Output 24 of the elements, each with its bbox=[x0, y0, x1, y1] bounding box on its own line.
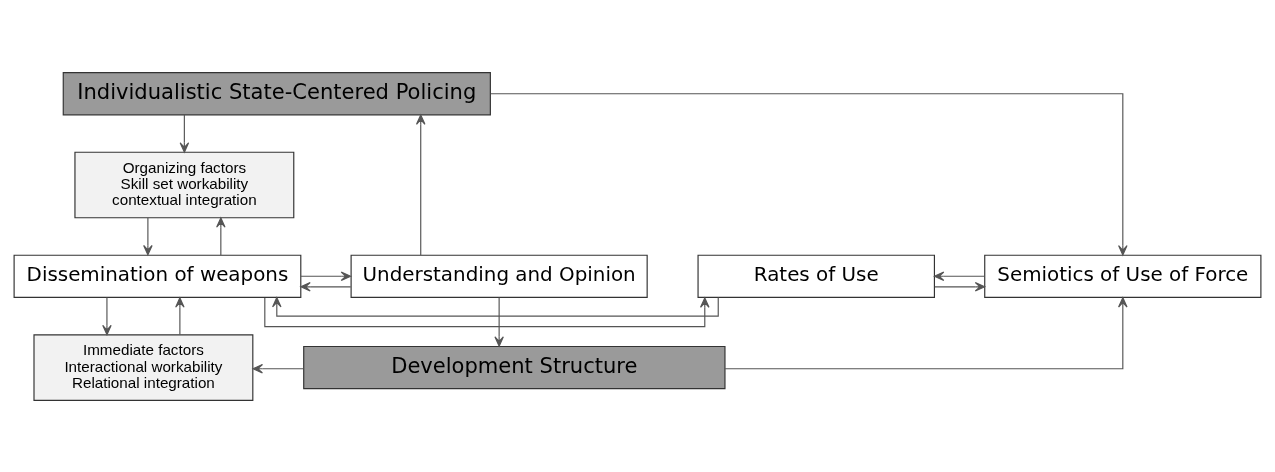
arrow bbox=[415, 113, 426, 256]
node-box: Understanding and Opinion bbox=[350, 254, 648, 298]
node-box: Dissemination of weapons bbox=[13, 254, 302, 298]
arrow bbox=[175, 296, 185, 335]
arrow bbox=[300, 271, 352, 281]
arrow bbox=[179, 113, 190, 153]
arrow bbox=[272, 296, 719, 317]
arrow bbox=[933, 271, 985, 281]
arrow bbox=[143, 216, 153, 255]
arrow bbox=[490, 92, 1128, 256]
arrow bbox=[264, 296, 710, 327]
arrow bbox=[252, 363, 304, 374]
node-box: Development Structure bbox=[303, 345, 726, 389]
arrow bbox=[494, 296, 504, 347]
node-box: Rates of Use bbox=[697, 254, 935, 298]
node-box: Organizing factors Skill set workability contextual integration bbox=[74, 151, 295, 218]
node-box: Individualistic State-Centered Policing bbox=[62, 71, 491, 115]
node-box: Semiotics of Use of Force bbox=[984, 254, 1262, 298]
arrow bbox=[216, 216, 226, 256]
arrow bbox=[724, 296, 1128, 369]
arrow bbox=[102, 296, 112, 335]
node-box: Immediate factors Interactional workability Relational integration bbox=[33, 333, 254, 401]
arrow bbox=[934, 281, 986, 292]
arrow bbox=[300, 281, 352, 292]
